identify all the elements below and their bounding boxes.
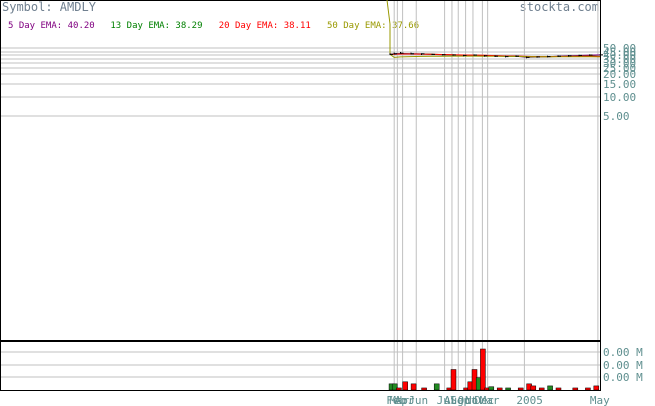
price-tick-label: 40.00 (603, 49, 636, 62)
volume-bar (538, 387, 545, 391)
price-tick-label: 20.00 (603, 68, 636, 81)
price-tick-label: 25.00 (603, 62, 636, 75)
x-tick-label: Mar (480, 394, 500, 406)
x-tick-label: 2005 (516, 394, 543, 406)
ema-legend: 5 Day EMA: 40.20 13 Day EMA: 38.29 20 Day … (8, 21, 419, 31)
x-tick-label: Sep (450, 394, 470, 406)
x-tick-label: Feb (386, 394, 406, 406)
volume-bar (547, 385, 553, 391)
volume-tick-label: 0.00 M (603, 371, 643, 384)
volume-bar (585, 387, 591, 391)
brand-label: stockta.com (520, 0, 599, 14)
price-tick-label: 50.00 (603, 42, 636, 55)
legend-entry-2: 20 Day EMA: 38.11 (219, 21, 311, 31)
price-tick-label: 35.00 (603, 53, 636, 66)
price-tick-label: 10.00 (603, 91, 636, 104)
volume-bar (530, 385, 537, 391)
price-tick-label: 45.00 (603, 46, 636, 59)
volume-bar (391, 383, 398, 391)
symbol-label: Symbol: AMDLY (2, 0, 97, 14)
x-tick-label: Mar (389, 394, 409, 406)
x-tick-label: Nov (465, 394, 485, 406)
volume-bar (505, 387, 511, 391)
legend-entry-3: 50 Day EMA: 37.66 (327, 21, 419, 31)
volume-bar (480, 348, 486, 391)
legend-entry-0: 5 Day EMA: 40.20 (8, 21, 95, 31)
volume-bar (496, 387, 503, 391)
volume-panel-frame (0, 341, 601, 391)
volume-bar (433, 383, 440, 391)
volume-bar (488, 386, 495, 391)
volume-bar (572, 387, 579, 391)
volume-bar (402, 381, 408, 391)
x-tick-label: Jul (437, 394, 457, 406)
x-tick-label: Jun (408, 394, 428, 406)
volume-bar (396, 387, 402, 391)
price-panel: 50.0045.0040.0035.0030.0025.0020.0015.00… (0, 0, 636, 341)
price-tick-label: 30.00 (603, 57, 636, 70)
price-tick-label: 5.00 (603, 110, 630, 123)
x-tick-label: Aug (444, 394, 464, 406)
volume-bar (421, 387, 427, 391)
volume-bar (450, 369, 457, 391)
x-tick-label: Dec (474, 394, 494, 406)
volume-tick-label: 0.00 M (603, 346, 643, 359)
volume-bar (410, 383, 417, 391)
price-tick-label: 15.00 (603, 78, 636, 91)
volume-panel: 0.00 M0.00 M0.00 M (0, 341, 643, 391)
volume-bar (593, 385, 600, 391)
ema-line-3 (386, 0, 601, 58)
x-tick-label: Oct (458, 394, 478, 406)
legend-entry-1: 13 Day EMA: 38.29 (110, 21, 202, 31)
volume-bar (517, 387, 524, 391)
price-panel-frame (0, 0, 601, 341)
volume-bar (555, 387, 562, 391)
x-tick-label: Apr (395, 394, 415, 406)
volume-tick-label: 0.00 M (603, 359, 643, 372)
x-tick-label: May (590, 394, 610, 406)
